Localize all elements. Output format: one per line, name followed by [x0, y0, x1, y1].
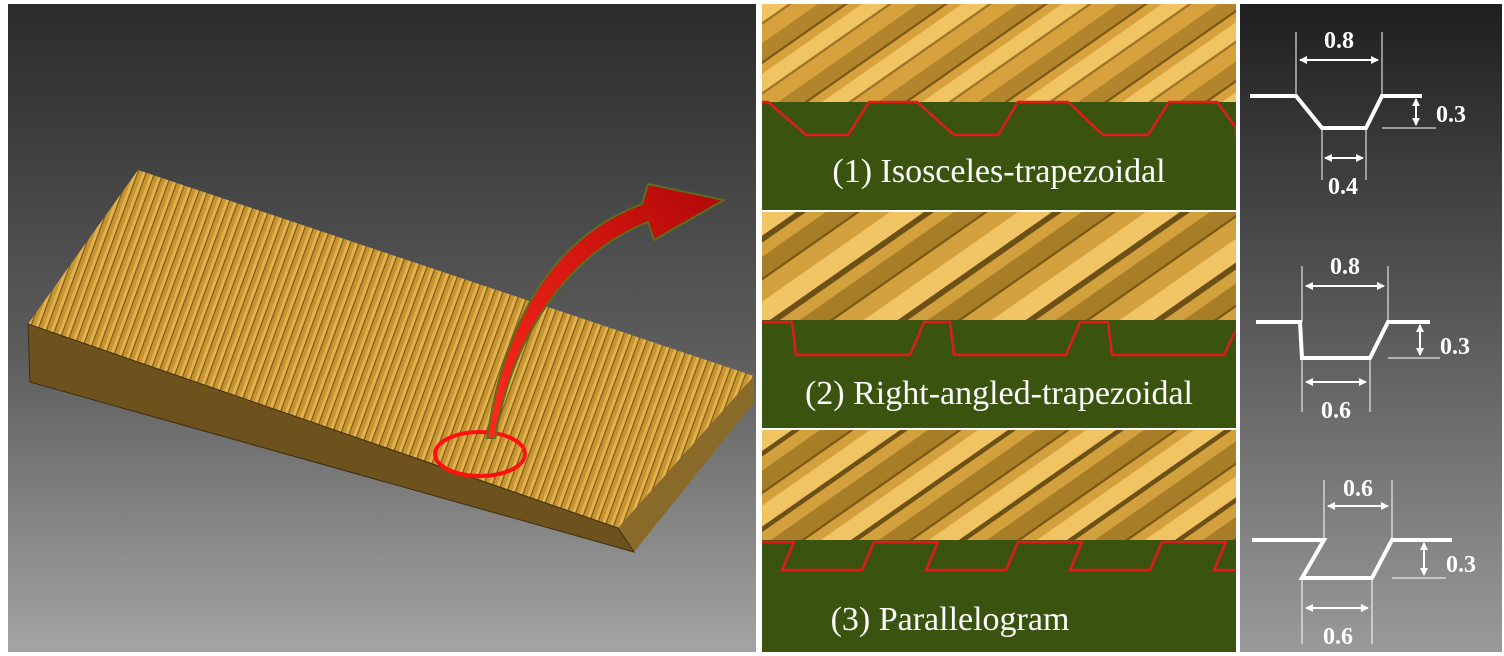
highlight-circle	[433, 430, 527, 478]
dimension-schematics: 0.8 0.4 0.3 0.8 0.6	[1240, 4, 1502, 652]
groove-profile-3	[762, 540, 1236, 572]
render-panel-2: (2) Right-angled-trapezoidal	[762, 212, 1236, 428]
groove-profile-1	[762, 100, 1236, 137]
caption-3: (3) Parallelogram	[831, 601, 1070, 638]
depth-label-3: 0.3	[1446, 552, 1476, 578]
depth-label-2: 0.3	[1440, 334, 1470, 360]
plate-3d-view	[8, 4, 756, 652]
bottom-width-label-1: 0.4	[1328, 174, 1358, 200]
caption-1: (1) Isosceles-trapezoidal	[832, 153, 1165, 190]
schematic-2: 0.8 0.6 0.3	[1256, 254, 1470, 424]
groove-profile-2	[762, 320, 1236, 357]
bottom-width-label-3: 0.6	[1323, 624, 1353, 650]
render-panel-1: (1) Isosceles-trapezoidal	[762, 4, 1236, 210]
depth-label-1: 0.3	[1436, 102, 1466, 128]
plate-front-face	[28, 324, 634, 552]
background	[1240, 4, 1502, 652]
plate-top-face	[28, 170, 754, 528]
arrow-icon	[485, 182, 727, 439]
schematic-3: 0.6 0.6 0.3	[1252, 476, 1476, 650]
render-panel-3: (3) Parallelogram	[762, 430, 1236, 652]
top-width-label-1: 0.8	[1324, 28, 1354, 54]
bottom-width-label-2: 0.6	[1321, 398, 1351, 424]
top-width-label-2: 0.8	[1330, 254, 1360, 280]
plate-side-face	[618, 376, 754, 552]
caption-2: (2) Right-angled-trapezoidal	[805, 375, 1193, 412]
schematic-1: 0.8 0.4 0.3	[1250, 28, 1466, 200]
top-width-label-3: 0.6	[1343, 476, 1373, 502]
grooved-plate	[27, 170, 754, 553]
cross-section-renders: (1) Isosceles-trapezoidal (2) Right-angl…	[762, 4, 1236, 652]
